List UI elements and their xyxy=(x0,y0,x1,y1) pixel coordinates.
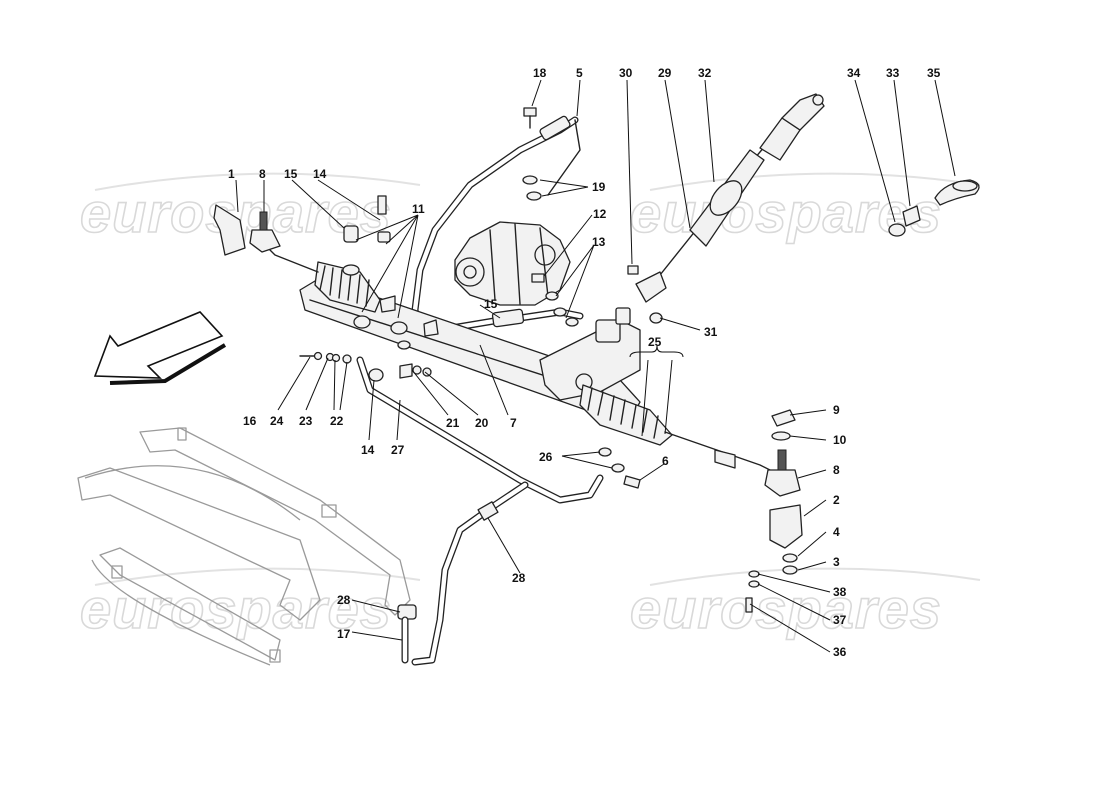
callout-13: 13 xyxy=(592,235,606,249)
return-pipe xyxy=(356,356,604,666)
pipe-clip-lower xyxy=(397,604,417,620)
callout-4: 4 xyxy=(833,525,840,539)
callout-20: 20 xyxy=(475,416,489,430)
callout-37: 37 xyxy=(833,613,847,627)
callout-8-right: 8 xyxy=(833,463,840,477)
bellows-right xyxy=(579,384,673,446)
direction-arrow-icon xyxy=(93,311,227,385)
callout-5: 5 xyxy=(576,66,583,80)
tie-rod-end-right xyxy=(764,409,801,497)
callout-33: 33 xyxy=(886,66,900,80)
bellows-left xyxy=(314,261,381,313)
steering-column-shaft xyxy=(635,93,825,303)
callout-32: 32 xyxy=(698,66,712,80)
callout-6: 6 xyxy=(662,454,669,468)
callout-10: 10 xyxy=(833,433,847,447)
callout-9: 9 xyxy=(833,403,840,417)
callout-14: 14 xyxy=(313,167,327,181)
pipe-clip-upper xyxy=(477,501,499,521)
callout-7: 7 xyxy=(510,416,517,430)
mounting-bushes xyxy=(342,195,439,382)
watermark-top-left: eurospares xyxy=(80,181,392,244)
pressure-hose xyxy=(411,115,584,349)
callout-28-lower: 28 xyxy=(337,593,351,607)
watermark-bottom-right: eurospares xyxy=(630,577,942,640)
tie-rod-end-left xyxy=(249,211,281,253)
callout-24: 24 xyxy=(270,414,284,428)
callout-11: 11 xyxy=(412,202,425,216)
callout-18: 18 xyxy=(533,66,547,80)
callout-25-brace xyxy=(629,345,684,358)
bracket-right xyxy=(745,504,803,613)
callout-30: 30 xyxy=(619,66,633,80)
bolts-center xyxy=(522,107,663,489)
steering-rack xyxy=(259,239,791,481)
callout-1: 1 xyxy=(228,167,235,181)
callout-8-left: 8 xyxy=(259,167,266,181)
watermark-bottom-left: eurospares xyxy=(80,577,392,640)
callout-12: 12 xyxy=(593,207,607,221)
steering-pump xyxy=(454,221,571,306)
callout-27: 27 xyxy=(391,443,405,457)
callout-36: 36 xyxy=(833,645,847,659)
callout-35: 35 xyxy=(927,66,941,80)
callout-17: 17 xyxy=(337,627,351,641)
callout-26: 26 xyxy=(539,450,553,464)
callout-16: 16 xyxy=(243,414,257,428)
callout-3: 3 xyxy=(833,555,840,569)
callouts: 1 8 15 14 11 18 5 19 12 13 30 29 32 34 3… xyxy=(228,66,941,659)
callout-22: 22 xyxy=(330,414,344,428)
watermark-top-right: eurospares xyxy=(630,181,942,244)
bracket-left xyxy=(213,204,246,256)
column-accessories xyxy=(888,179,980,237)
callout-21: 21 xyxy=(446,416,460,430)
callout-15: 15 xyxy=(284,167,298,181)
callout-23: 23 xyxy=(299,414,313,428)
callout-19: 19 xyxy=(592,180,606,194)
callout-25: 25 xyxy=(648,335,662,349)
callout-38: 38 xyxy=(833,585,847,599)
callout-31: 31 xyxy=(704,325,718,339)
bolts-washers-left xyxy=(299,351,432,379)
callout-28: 28 xyxy=(512,571,526,585)
watermarks: eurospares eurospares eurospares eurospa… xyxy=(79,172,981,641)
callout-2: 2 xyxy=(833,493,840,507)
callout-15-center: 15 xyxy=(484,297,498,311)
leader-lines xyxy=(235,79,956,653)
callout-34: 34 xyxy=(847,66,861,80)
callout-29: 29 xyxy=(658,66,672,80)
callout-14-lower: 14 xyxy=(361,443,375,457)
